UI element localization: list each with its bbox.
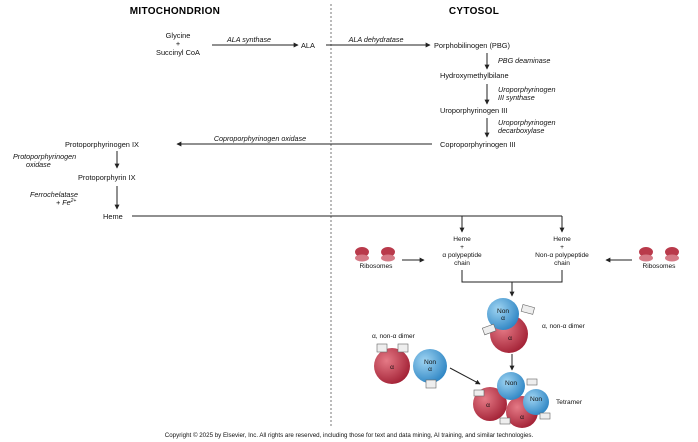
succinyl-coa-label: Succinyl CoA	[156, 48, 200, 57]
alpha-chain-label-2: chain	[454, 260, 470, 267]
tetramer-label: Tetramer	[556, 399, 583, 406]
ala-dehydratase-label: ALA dehydratase	[348, 35, 404, 44]
alpha-heme-label: Heme	[453, 236, 471, 243]
ala-label: ALA	[301, 41, 315, 50]
pbg-label: Porphobilinogen (PBG)	[434, 41, 510, 50]
pbg-deaminase-label: PBG deaminase	[498, 56, 550, 65]
uro-synthase-label-2: III synthase	[498, 93, 535, 102]
proto-oxidase-label-2: oxidase	[26, 160, 51, 169]
protogen9-label: Protoporphyrinogen IX	[65, 140, 139, 149]
copro3-label: Coproporphyrinogen III	[440, 140, 516, 149]
uro-synthase-label-1: Uroporphyrinogen	[498, 85, 556, 94]
nonalpha-chain-label-1: Non-α polypeptide	[535, 252, 589, 259]
ferrochelatase-label-1: Ferrochelatase	[30, 190, 78, 199]
mitochondrion-header: MITOCHONDRION	[130, 6, 220, 17]
copyright-notice: Copyright © 2025 by Elsevier, Inc. All r…	[165, 432, 534, 439]
svg-text:Non: Non	[424, 359, 436, 366]
svg-text:Non: Non	[530, 396, 542, 403]
svg-text:α: α	[428, 366, 432, 373]
svg-text:Non: Non	[497, 308, 509, 315]
svg-text:α: α	[508, 335, 512, 342]
nonalpha-heme-label: Heme	[553, 236, 571, 243]
uro3-label: Uroporphyrinogen III	[440, 106, 507, 115]
substrates-plus: +	[176, 39, 180, 48]
ribosome-right-icon	[639, 247, 679, 262]
ribosome-left-icon	[355, 247, 395, 262]
dimer-label-right: α, non-α dimer	[542, 323, 586, 330]
glycine-label: Glycine	[166, 31, 191, 40]
heme-label: Heme	[103, 212, 123, 221]
alpha-chain-label-1: α polypeptide	[442, 252, 482, 259]
dimer-to-tetramer-arrow-left	[449, 367, 481, 385]
ferrochelatase-label-2: + Fe2+	[56, 198, 76, 207]
alpha-plus: +	[460, 244, 464, 251]
ala-synthase-label: ALA synthase	[226, 35, 271, 44]
dimer-label-left: α, non-α dimer	[372, 333, 416, 340]
svg-text:Non: Non	[505, 380, 517, 387]
hmb-label: Hydroxymethylbilane	[440, 71, 509, 80]
proto-oxidase-label-1: Protoporphyrinogen	[13, 152, 76, 161]
proto9-label: Protoporphyrin IX	[78, 173, 136, 182]
nonalpha-chain-label-2: chain	[554, 260, 570, 267]
copro-oxidase-label: Coproporphyrinogen oxidase	[214, 134, 306, 143]
svg-text:α: α	[501, 315, 505, 322]
nonalpha-plus: +	[560, 244, 564, 251]
cytosol-header: CYTOSOL	[449, 6, 499, 17]
svg-text:α: α	[486, 402, 490, 409]
dimer-side-molecule-icon: α Non α	[374, 343, 447, 389]
svg-text:α: α	[520, 414, 524, 421]
chain-merge-bracket	[461, 270, 563, 283]
uro-decarboxylase-label-2: decarboxylase	[498, 126, 544, 135]
dimer-molecule-icon: Non α α	[481, 298, 535, 353]
svg-text:α: α	[390, 364, 394, 371]
tetramer-molecule-icon: Non Non α α	[473, 372, 551, 428]
ribosomes-left-label: Ribosomes	[360, 263, 394, 270]
uro-decarboxylase-label-1: Uroporphyrinogen	[498, 118, 556, 127]
ribosomes-right-label: Ribosomes	[643, 263, 677, 270]
